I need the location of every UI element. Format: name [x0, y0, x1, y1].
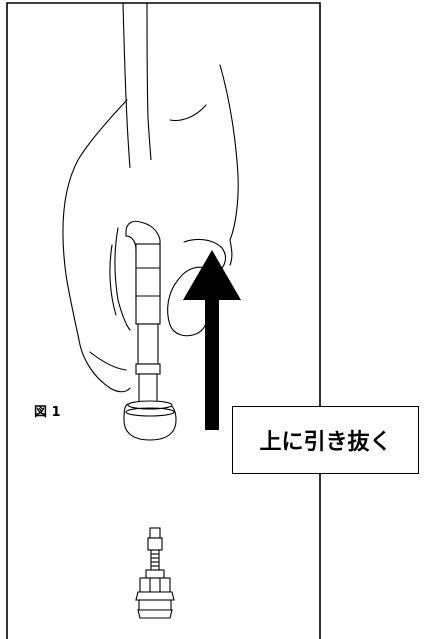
valve-stem	[135, 527, 175, 619]
instruction-callout: 上に引き抜く	[232, 406, 419, 474]
callout-text: 上に引き抜く	[259, 430, 392, 455]
hose	[122, 2, 152, 169]
nozzle-tool	[123, 220, 177, 441]
panel-frame	[6, 2, 321, 639]
figure-label: 図 1	[34, 405, 61, 420]
up-arrow-icon	[183, 250, 241, 430]
hand	[62, 64, 239, 393]
